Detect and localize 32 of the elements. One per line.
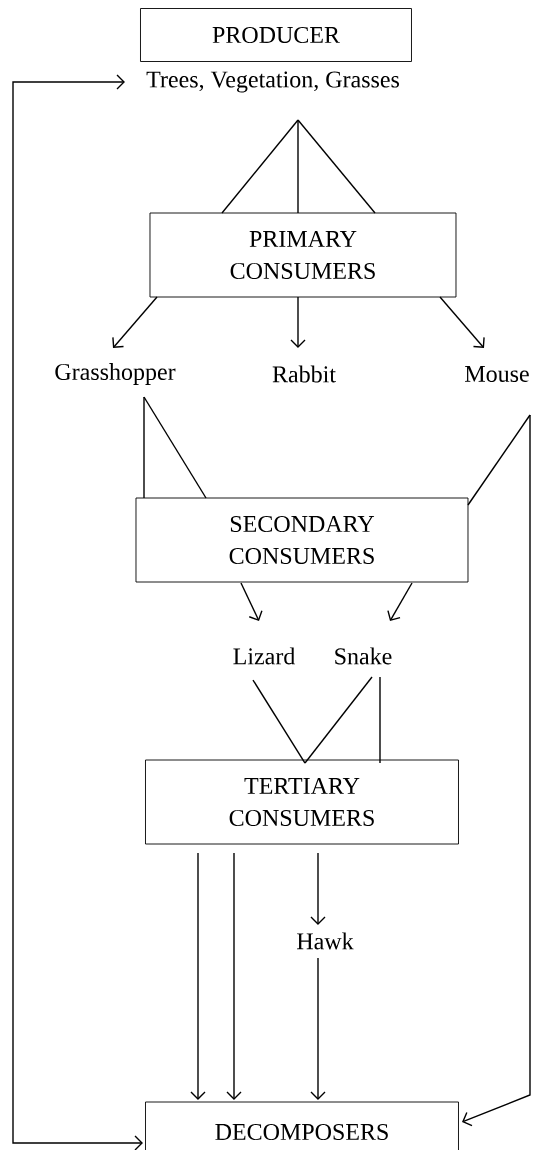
connector-line [297, 119, 299, 214]
connector-line [467, 414, 531, 506]
level-box: DECOMPOSERS [145, 1101, 459, 1150]
arrow [387, 582, 413, 621]
connector-line [379, 676, 381, 764]
connector-line [143, 396, 145, 499]
organism-label: Mouse [465, 366, 529, 382]
connector-line [252, 679, 306, 764]
arrow [226, 852, 242, 1100]
arrow [240, 582, 263, 621]
arrow [310, 957, 326, 1100]
connector-line [304, 676, 373, 764]
connector-line [297, 119, 376, 214]
arrow [462, 414, 531, 1127]
arrow [310, 852, 326, 925]
arrow [290, 296, 306, 348]
connector-line [221, 119, 299, 214]
level-box: TERTIARY CONSUMERS [145, 759, 459, 845]
organism-label: Lizard [233, 647, 295, 665]
arrow [439, 296, 485, 348]
connector-line [143, 396, 207, 499]
organism-label: Grasshopper [55, 363, 176, 385]
arrow [112, 296, 158, 348]
level-box: PRODUCER [140, 8, 412, 62]
arrow [190, 852, 206, 1100]
organism-label: Hawk [297, 932, 354, 950]
level-box: SECONDARY CONSUMERS [135, 497, 469, 583]
level-box: PRIMARY CONSUMERS [149, 212, 457, 298]
organism-label: Rabbit [272, 365, 336, 383]
organism-label: Trees, Vegetation, Grasses [146, 71, 399, 93]
arrow [12, 74, 143, 1150]
organism-label: Snake [335, 647, 392, 665]
